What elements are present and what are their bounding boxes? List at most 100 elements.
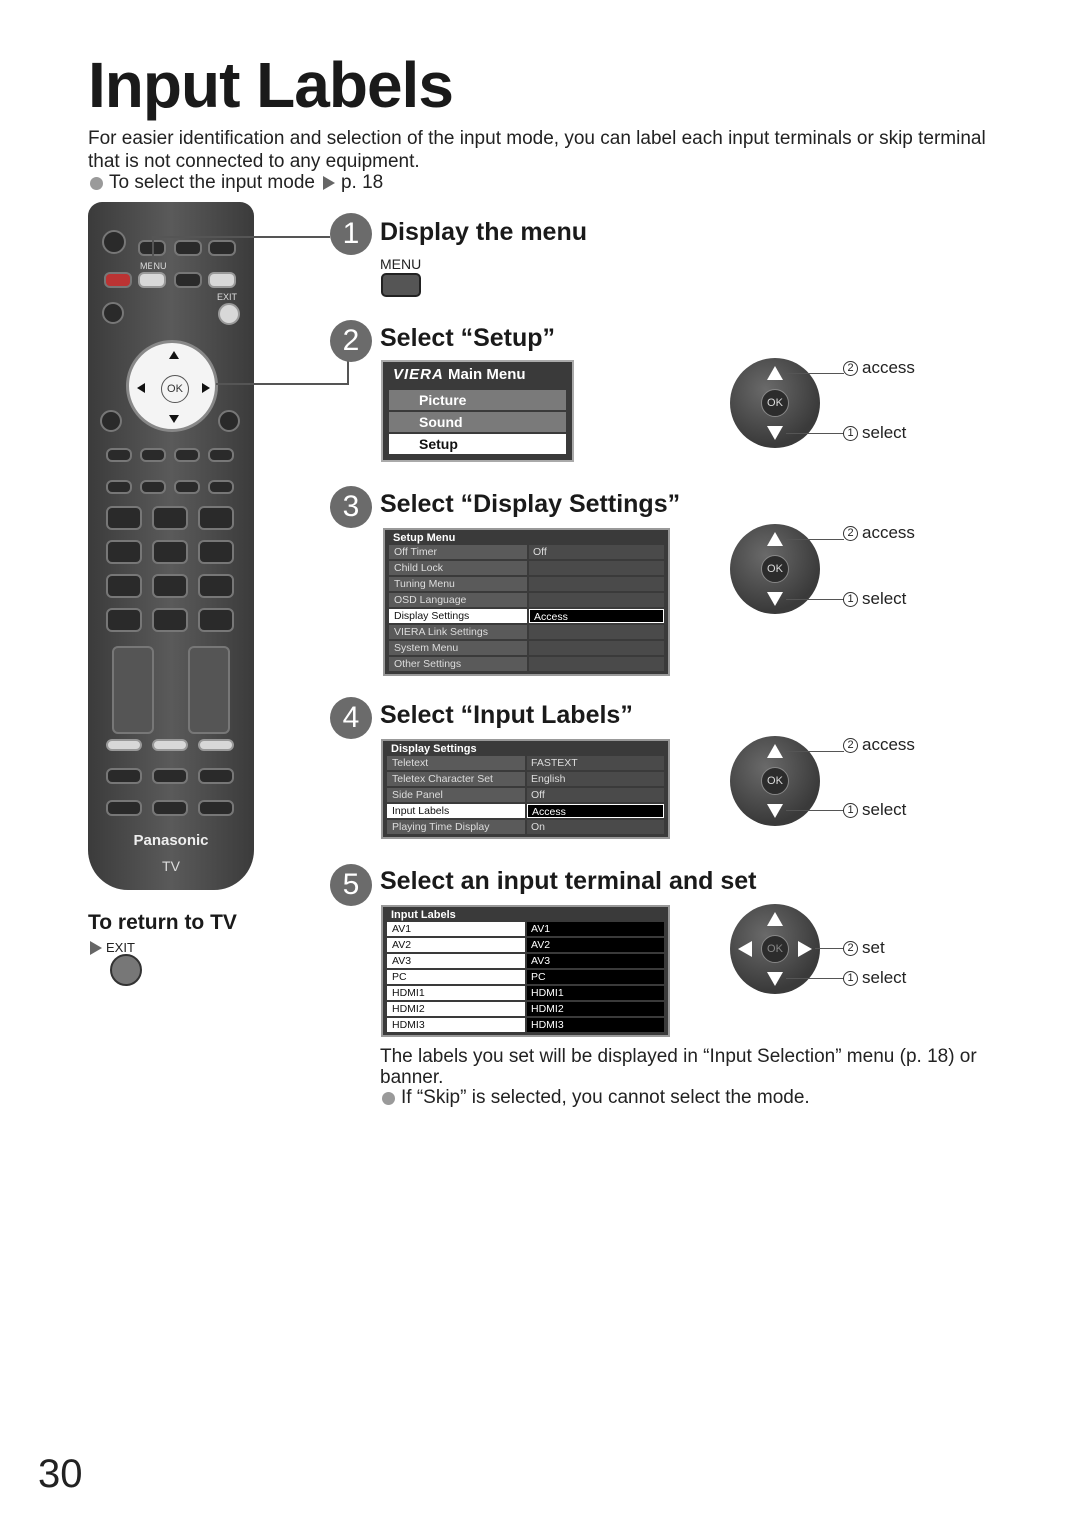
remote-button[interactable] (152, 739, 188, 751)
connector-line (786, 978, 844, 979)
arrow-down-icon[interactable] (767, 592, 783, 606)
menu-row[interactable]: System Menu (389, 641, 664, 657)
remote-button[interactable] (198, 768, 234, 784)
remote-button[interactable] (106, 739, 142, 751)
menu-row[interactable]: Child Lock (389, 561, 664, 577)
remote-button[interactable] (174, 480, 200, 494)
arrow-up-icon[interactable] (767, 912, 783, 926)
main-menu-item-setup[interactable]: Setup (389, 434, 566, 454)
step-number: 1 (330, 213, 372, 255)
remote-button[interactable] (174, 448, 200, 462)
menu-row[interactable]: Tuning Menu (389, 577, 664, 593)
remote-button[interactable] (100, 410, 122, 432)
menu-row[interactable]: OSD Language (389, 593, 664, 609)
nav-wheel[interactable]: OK (730, 904, 820, 994)
number-button[interactable] (152, 540, 188, 564)
number-button[interactable] (198, 540, 234, 564)
nav-wheel[interactable]: OK (730, 524, 820, 614)
remote-button[interactable] (140, 448, 166, 462)
number-button[interactable] (152, 574, 188, 598)
remote-button[interactable] (208, 448, 234, 462)
remote-button[interactable] (174, 240, 202, 256)
viera-logo: VIERA (393, 366, 444, 383)
ok-button[interactable]: OK (761, 935, 789, 963)
arrow-left-icon[interactable] (738, 941, 752, 957)
return-exit-label: EXIT (106, 940, 135, 955)
remote-button[interactable] (152, 768, 188, 784)
input-mode-text: To select the input mode (109, 172, 315, 193)
return-to-tv-title: To return to TV (88, 911, 237, 934)
remote-button[interactable] (106, 448, 132, 462)
main-menu-item-picture[interactable]: Picture (389, 390, 566, 410)
arrow-down-icon[interactable] (767, 972, 783, 986)
dpad[interactable]: OK (126, 340, 218, 432)
menu-row[interactable]: VIERA Link Settings (389, 625, 664, 641)
volume-rocker[interactable] (112, 646, 154, 734)
remote-button[interactable] (218, 410, 240, 432)
arrow-down-icon[interactable] (767, 426, 783, 440)
ok-button[interactable]: OK (761, 555, 789, 583)
remote-button[interactable] (174, 272, 202, 288)
main-menu-item-sound[interactable]: Sound (389, 412, 566, 432)
arrow-up-icon[interactable] (767, 532, 783, 546)
arrow-up-icon[interactable] (767, 744, 783, 758)
remote-button[interactable] (140, 480, 166, 494)
remote-button[interactable] (198, 800, 234, 816)
exit-button[interactable] (110, 954, 142, 986)
number-button[interactable] (152, 608, 188, 632)
remote-button[interactable] (102, 302, 124, 324)
ok-button[interactable]: OK (761, 767, 789, 795)
nav-wheel[interactable]: OK (730, 736, 820, 826)
remote-button[interactable] (152, 800, 188, 816)
nav-wheel[interactable]: OK (730, 358, 820, 448)
remote-button[interactable] (106, 800, 142, 816)
arrow-right-icon[interactable] (798, 941, 812, 957)
remote-button[interactable] (104, 272, 132, 288)
number-button[interactable] (198, 506, 234, 530)
exit-button[interactable] (218, 303, 240, 325)
remote-button[interactable] (208, 480, 234, 494)
power-button[interactable] (102, 230, 126, 254)
number-button[interactable] (198, 574, 234, 598)
arrow-up-icon[interactable] (169, 351, 179, 359)
remote-button[interactable] (208, 240, 236, 256)
arrow-down-icon[interactable] (169, 415, 179, 423)
arrow-right-icon[interactable] (202, 383, 210, 393)
number-button[interactable] (152, 506, 188, 530)
number-button[interactable] (198, 608, 234, 632)
remote-button[interactable] (208, 272, 236, 288)
arrow-right-icon (322, 176, 335, 190)
number-button[interactable] (106, 540, 142, 564)
arrow-up-icon[interactable] (767, 366, 783, 380)
number-button[interactable] (106, 506, 142, 530)
number-button[interactable] (106, 574, 142, 598)
menu-button[interactable] (138, 272, 166, 288)
number-button[interactable] (106, 608, 142, 632)
arrow-down-icon[interactable] (767, 804, 783, 818)
remote-button[interactable] (106, 768, 142, 784)
channel-rocker[interactable] (188, 646, 230, 734)
menu-row[interactable]: Other Settings (389, 657, 664, 673)
arrow-left-icon[interactable] (137, 383, 145, 393)
ok-button[interactable]: OK (161, 375, 189, 403)
remote-button[interactable] (106, 480, 132, 494)
ok-button[interactable]: OK (761, 389, 789, 417)
bullet-dot-icon (90, 176, 103, 190)
menu-button[interactable] (381, 273, 421, 297)
remote-button[interactable] (198, 739, 234, 751)
